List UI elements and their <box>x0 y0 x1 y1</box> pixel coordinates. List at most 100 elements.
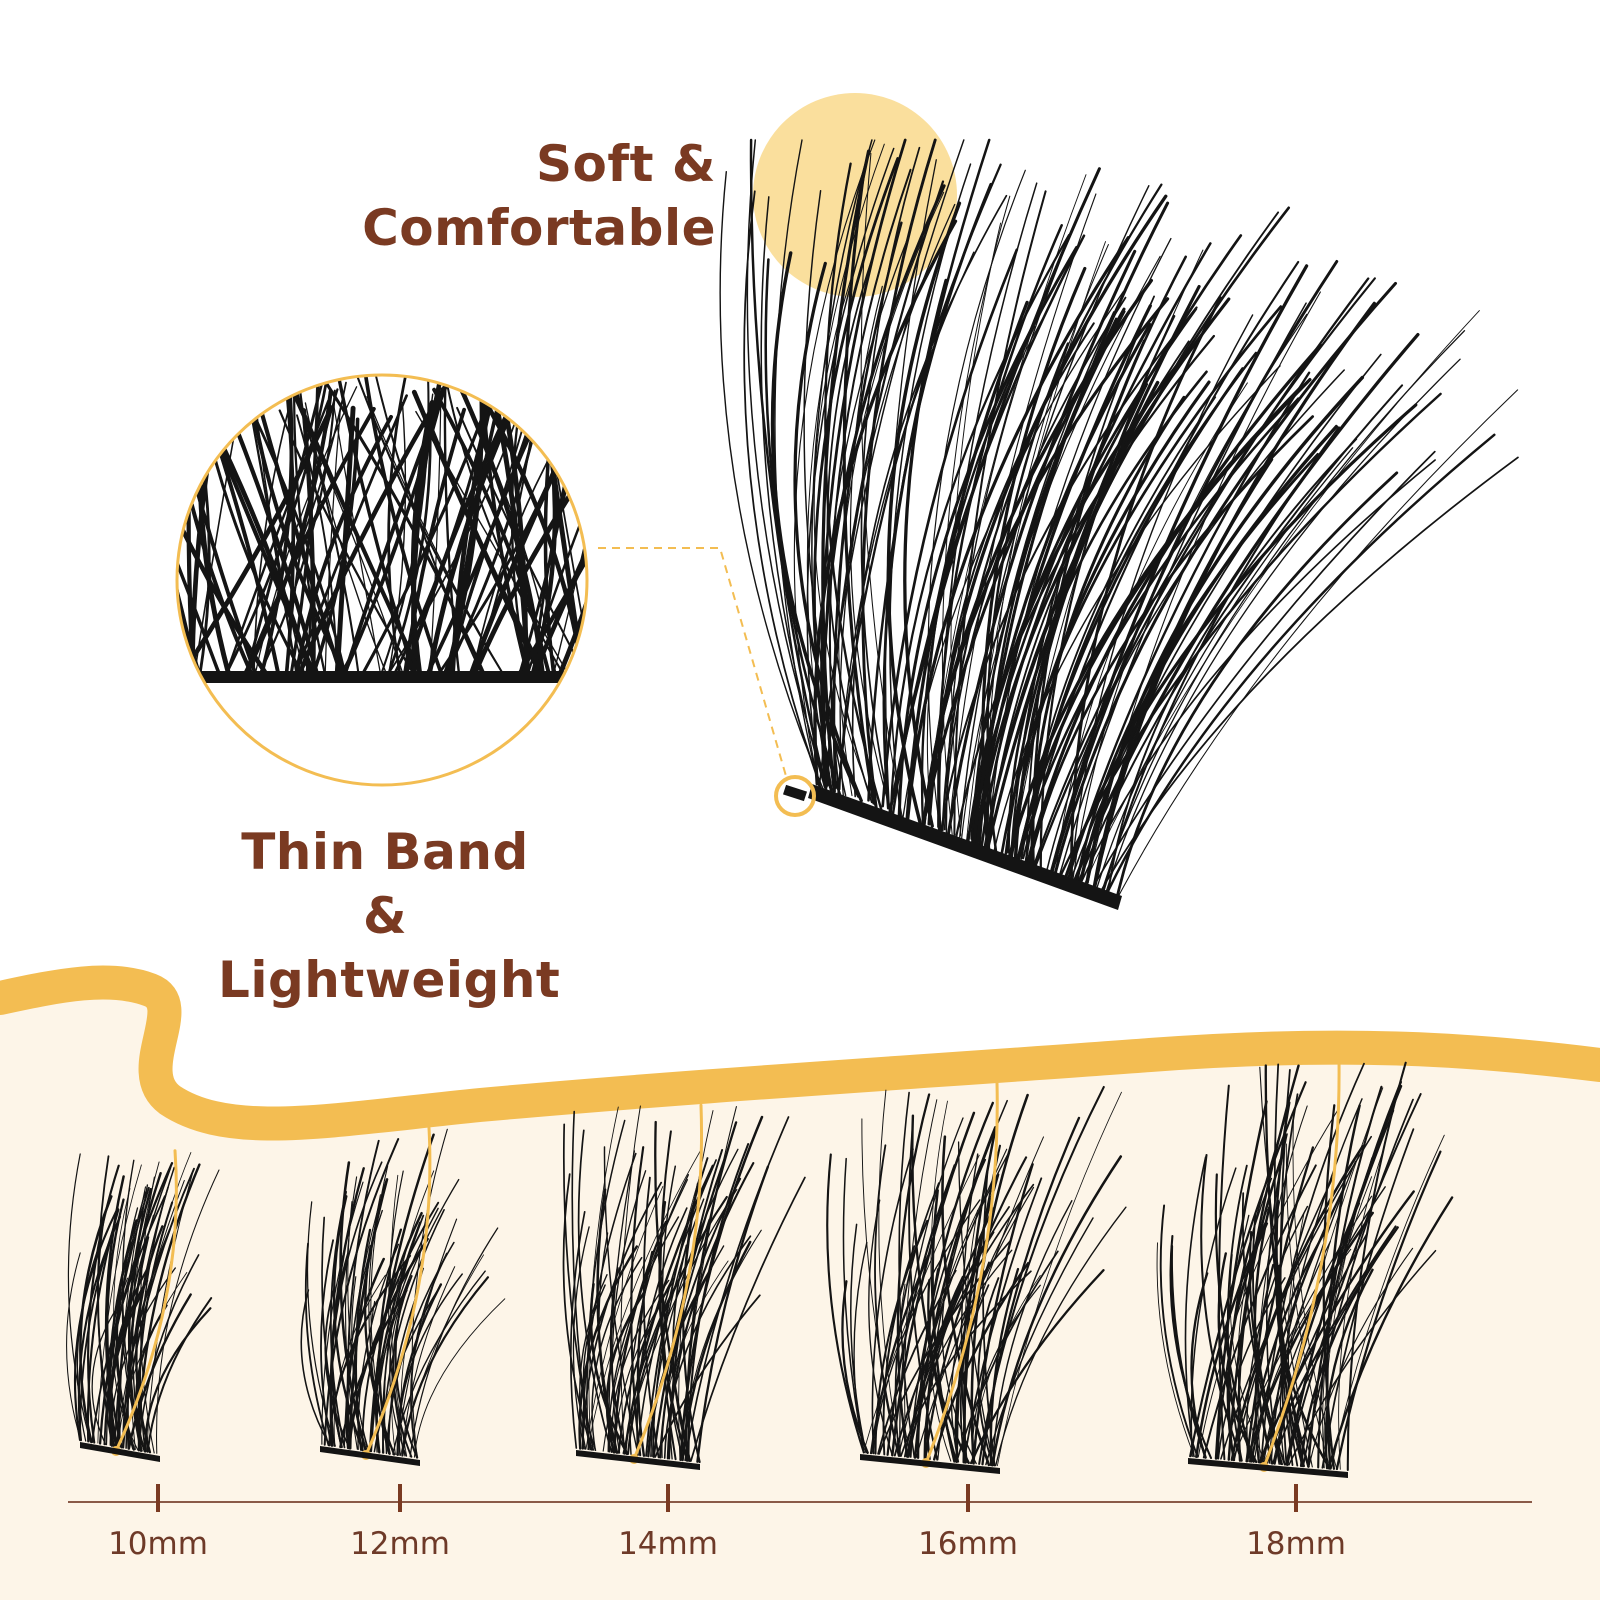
zoom-lash-strand <box>584 375 587 676</box>
size-lash-strand <box>1202 1164 1317 1459</box>
zoom-magnifier <box>175 371 758 787</box>
size-lash-strand <box>611 1170 647 1454</box>
size-lash-strand <box>598 1232 617 1454</box>
size-lash-band <box>860 1454 1000 1474</box>
size-lash-strand <box>135 1225 164 1454</box>
main-lash-strand <box>1095 447 1354 892</box>
main-lash-strand <box>1085 375 1365 884</box>
main-lash-strand <box>836 163 1002 800</box>
main-lash-strand <box>889 233 1071 814</box>
size-lash-strand <box>1257 1105 1308 1463</box>
main-lash-strand <box>1022 260 1300 860</box>
size-lash-strand <box>97 1164 142 1444</box>
size-lash-strand <box>109 1290 145 1447</box>
zoom-lash-strand <box>177 382 188 676</box>
zoom-lash-strand <box>323 378 486 676</box>
size-lash-strand <box>826 1153 865 1454</box>
size-lash-strand <box>98 1162 174 1445</box>
size-lash-strand <box>1159 1204 1199 1458</box>
zoom-lash-strand <box>254 390 306 675</box>
size-lash-strand <box>898 1091 916 1459</box>
size-lash-strand <box>347 1201 369 1452</box>
band-highlight-ring <box>774 775 816 817</box>
size-lash-strand <box>969 1269 1105 1465</box>
size-lash-strand <box>849 1223 867 1454</box>
zoom-lash-strand <box>292 375 327 676</box>
zoom-lash-strand <box>526 407 587 676</box>
zoom-lash-strand <box>177 375 258 676</box>
size-lash-strand <box>321 1216 343 1448</box>
size-lash-strand <box>392 1275 413 1458</box>
zoom-lash-strand <box>510 410 528 676</box>
zoom-lash-content <box>177 371 758 683</box>
size-lash-strand <box>1248 1232 1325 1463</box>
size-lash-strand <box>304 1242 330 1447</box>
size-lash-band <box>1188 1458 1348 1478</box>
band-highlight-band-piece <box>782 784 808 802</box>
zoom-lash-strand <box>361 385 496 676</box>
zoom-lash-strand <box>600 372 758 675</box>
zoom-lash-strand <box>450 375 545 677</box>
size-lash-strand <box>76 1251 98 1442</box>
size-lash-strand <box>869 1254 930 1455</box>
size-lash-strand <box>348 1178 389 1450</box>
size-lash-strand <box>899 1117 964 1457</box>
size-lash-strand <box>658 1200 689 1462</box>
size-lash-strand <box>972 1274 1041 1464</box>
size-lash-strand <box>77 1215 122 1442</box>
size-lash-strand <box>1170 1244 1207 1459</box>
size-lash-strand <box>588 1106 619 1451</box>
size-lash-strand <box>579 1274 608 1450</box>
thin-heading-line2: Lightweight <box>218 951 561 1009</box>
length-indicator-strand <box>364 1126 432 1457</box>
main-lash-strand <box>922 297 1170 828</box>
main-lash-strand <box>1034 277 1370 867</box>
size-lash-strand <box>1335 1150 1442 1471</box>
size-lash-strand <box>642 1176 660 1459</box>
size-lash-cluster-18mm <box>1156 1058 1454 1478</box>
size-lash-cluster-12mm <box>300 1126 506 1466</box>
zoom-lash-strand <box>429 387 442 675</box>
size-lash-strand <box>122 1228 171 1449</box>
size-lash-strand <box>1226 1164 1248 1462</box>
size-lash-strand <box>1190 1167 1237 1458</box>
size-lash-strand <box>156 1169 220 1454</box>
main-lash-strand <box>743 190 822 788</box>
leader-dashed-line <box>598 547 787 777</box>
size-lash-strand <box>903 1183 1035 1458</box>
size-lash-strand <box>916 1101 994 1459</box>
zoom-lash-strand <box>177 415 222 675</box>
yellow-wave-stripe <box>0 965 1600 1141</box>
size-lash-strand <box>1230 1144 1364 1462</box>
size-lash-band <box>576 1450 700 1470</box>
zoom-lash-strand <box>472 408 587 677</box>
size-lash-strand <box>1237 1158 1283 1462</box>
main-lash-strand <box>719 170 826 794</box>
size-lash-strand <box>587 1148 702 1450</box>
size-lash-strand <box>1169 1234 1213 1460</box>
size-lash-strand <box>368 1133 435 1453</box>
main-lash-strand <box>1039 314 1176 870</box>
size-lash-strand <box>103 1186 150 1446</box>
thin-band-heading: Thin Band & Lightweight <box>218 820 561 1012</box>
main-lash-strand <box>972 322 1152 845</box>
zoom-ring <box>175 373 589 787</box>
size-lash-strand <box>907 1207 995 1458</box>
main-lash-strand <box>1106 438 1358 897</box>
main-lash-strand <box>1072 313 1308 883</box>
size-lash-strand <box>927 1279 970 1465</box>
size-lash-strand <box>871 1148 914 1455</box>
size-lash-strand <box>663 1235 752 1459</box>
size-lash-strand <box>1184 1156 1207 1458</box>
size-lash-strand <box>950 1278 979 1463</box>
size-lash-strand <box>582 1284 606 1451</box>
size-lash-strand <box>959 1261 990 1464</box>
size-lash-strand <box>400 1254 485 1456</box>
size-lash-strand <box>991 1155 1123 1467</box>
size-lash-strand <box>1237 1208 1268 1462</box>
zoom-lash-strand <box>593 371 692 674</box>
size-lash-strand <box>392 1270 486 1455</box>
size-lash-strand <box>413 1298 506 1458</box>
